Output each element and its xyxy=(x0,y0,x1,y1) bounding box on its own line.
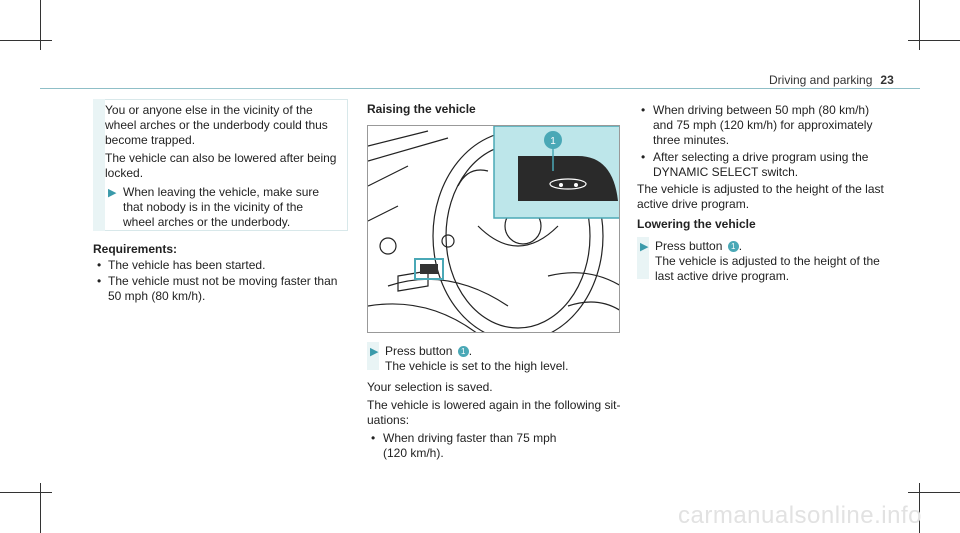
warning-box xyxy=(93,99,348,231)
crop-mark xyxy=(908,40,960,41)
lowering-step: Press button 1. The vehicle is adjusted … xyxy=(655,239,880,283)
crop-mark xyxy=(0,492,52,493)
requirements-title: Requirements: xyxy=(93,242,178,256)
adjusted-text: The vehicle is adjusted to the height of… xyxy=(637,182,884,211)
bullet: • xyxy=(371,431,376,445)
crop-mark xyxy=(919,483,920,533)
page-number: 23 xyxy=(880,73,894,87)
saved-text: Your selection is saved. xyxy=(367,380,493,394)
steering-wheel-illustration: 1 xyxy=(368,126,619,332)
crop-mark xyxy=(908,492,960,493)
condition-item: When driving between 50 mph (80 km/h) an… xyxy=(653,103,873,147)
action-bar xyxy=(367,342,379,370)
lowered-text: The vehicle is lowered again in the foll… xyxy=(367,398,621,427)
action-arrow-icon: ▶ xyxy=(370,346,379,358)
bullet: • xyxy=(641,103,646,117)
bullet: • xyxy=(97,274,102,288)
button-callout: 1 xyxy=(457,346,469,358)
action-bar xyxy=(637,237,649,279)
bullet: • xyxy=(641,150,646,164)
condition-item: After selecting a drive program using th… xyxy=(653,150,869,179)
bullet: • xyxy=(97,258,102,272)
warning-action: When leaving the vehicle, make sure that… xyxy=(123,185,320,229)
watermark: carmanualsonline.info xyxy=(678,502,922,529)
condition-item: When driving faster than 75 mph (120 km/… xyxy=(383,431,557,460)
button-callout: 1 xyxy=(727,241,739,253)
page-header: Driving and parking 23 xyxy=(769,73,894,87)
action-arrow-icon: ▶ xyxy=(640,241,649,253)
requirement-item: The vehicle must not be moving faster th… xyxy=(108,274,338,303)
crop-mark xyxy=(40,483,41,533)
crop-mark xyxy=(40,0,41,50)
action-arrow-icon: ▶ xyxy=(108,187,117,199)
crop-mark xyxy=(0,40,52,41)
header-rule xyxy=(40,88,920,89)
requirement-item: The vehicle has been started. xyxy=(108,258,266,272)
figure-callout: 1 xyxy=(550,136,556,147)
lowering-title: Lowering the vehicle xyxy=(637,217,756,231)
vehicle-interior-figure: 1 xyxy=(367,125,620,333)
section-title: Driving and parking xyxy=(769,73,873,87)
raising-step: Press button 1. The vehicle is set to th… xyxy=(385,344,569,373)
warning-text: You or anyone else in the vicinity of th… xyxy=(105,103,337,180)
raising-title: Raising the vehicle xyxy=(367,102,476,116)
crop-mark xyxy=(919,0,920,50)
